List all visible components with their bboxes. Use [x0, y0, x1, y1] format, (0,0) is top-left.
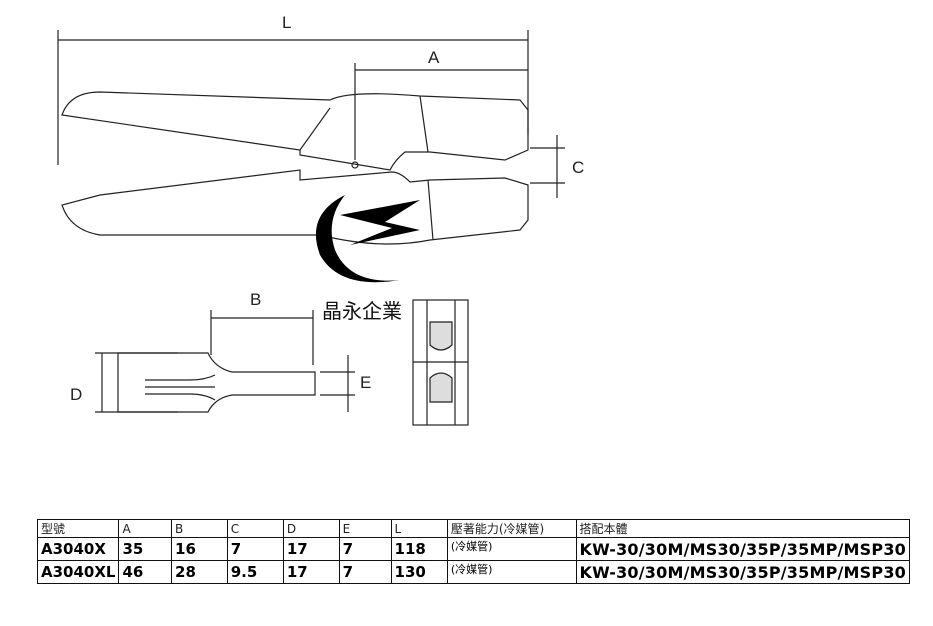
tool-drawing: L A C B D E 晶永企業: [57, 13, 584, 426]
cell-model: A3040XL: [36, 560, 120, 584]
company-logo: [315, 195, 420, 283]
cell-compatible-body: KW-30/30M/MS30/35P/35MP/MSP30: [575, 560, 910, 584]
pivot-hole: [351, 161, 359, 169]
header-a: A: [118, 519, 173, 538]
dim-label-d: D: [70, 385, 82, 404]
cell-a: 46: [118, 560, 173, 584]
table-header-row: 型號 A B C D E L 壓著能力(冷媒管) 搭配本體: [36, 519, 910, 538]
cell-e: 7: [338, 537, 392, 561]
spec-table: 型號 A B C D E L 壓著能力(冷媒管) 搭配本體 A3040X 35 …: [36, 519, 910, 584]
cell-compatible-body: KW-30/30M/MS30/35P/35MP/MSP30: [575, 537, 910, 561]
dim-label-c: C: [572, 158, 584, 177]
cell-d: 17: [282, 537, 340, 561]
dim-label-a: A: [428, 48, 440, 67]
upper-jaw: [61, 91, 529, 171]
cell-l: 118: [390, 537, 448, 561]
header-e: E: [338, 519, 392, 538]
dim-label-l: L: [282, 13, 291, 32]
dim-label-e: E: [360, 373, 371, 392]
dim-label-b: B: [250, 290, 261, 309]
logo-text: 晶永企業: [322, 299, 402, 323]
cell-e: 7: [338, 560, 392, 584]
crimp-side-profile: [117, 352, 316, 413]
header-model: 型號: [36, 519, 120, 538]
header-b: B: [171, 519, 228, 538]
cell-a: 35: [118, 537, 173, 561]
cell-d: 17: [282, 560, 340, 584]
header-c: C: [226, 519, 284, 538]
lower-jaw: [61, 169, 529, 245]
cell-c: 9.5: [226, 560, 284, 584]
cell-capacity: (冷媒管): [446, 537, 577, 561]
cell-b: 16: [171, 537, 228, 561]
header-l: L: [390, 519, 448, 538]
cell-l: 130: [390, 560, 448, 584]
header-capacity: 壓著能力(冷媒管): [446, 519, 577, 538]
header-compatible-body: 搭配本體: [575, 519, 910, 538]
cell-b: 28: [171, 560, 228, 584]
header-d: D: [282, 519, 340, 538]
cell-model: A3040X: [36, 537, 120, 561]
cell-c: 7: [226, 537, 284, 561]
cell-capacity: (冷媒管): [446, 560, 577, 584]
table-row: A3040X 35 16 7 17 7 118 (冷媒管) KW-30/30M/…: [36, 537, 910, 561]
table-row: A3040XL 46 28 9.5 17 7 130 (冷媒管) KW-30/3…: [36, 560, 910, 584]
